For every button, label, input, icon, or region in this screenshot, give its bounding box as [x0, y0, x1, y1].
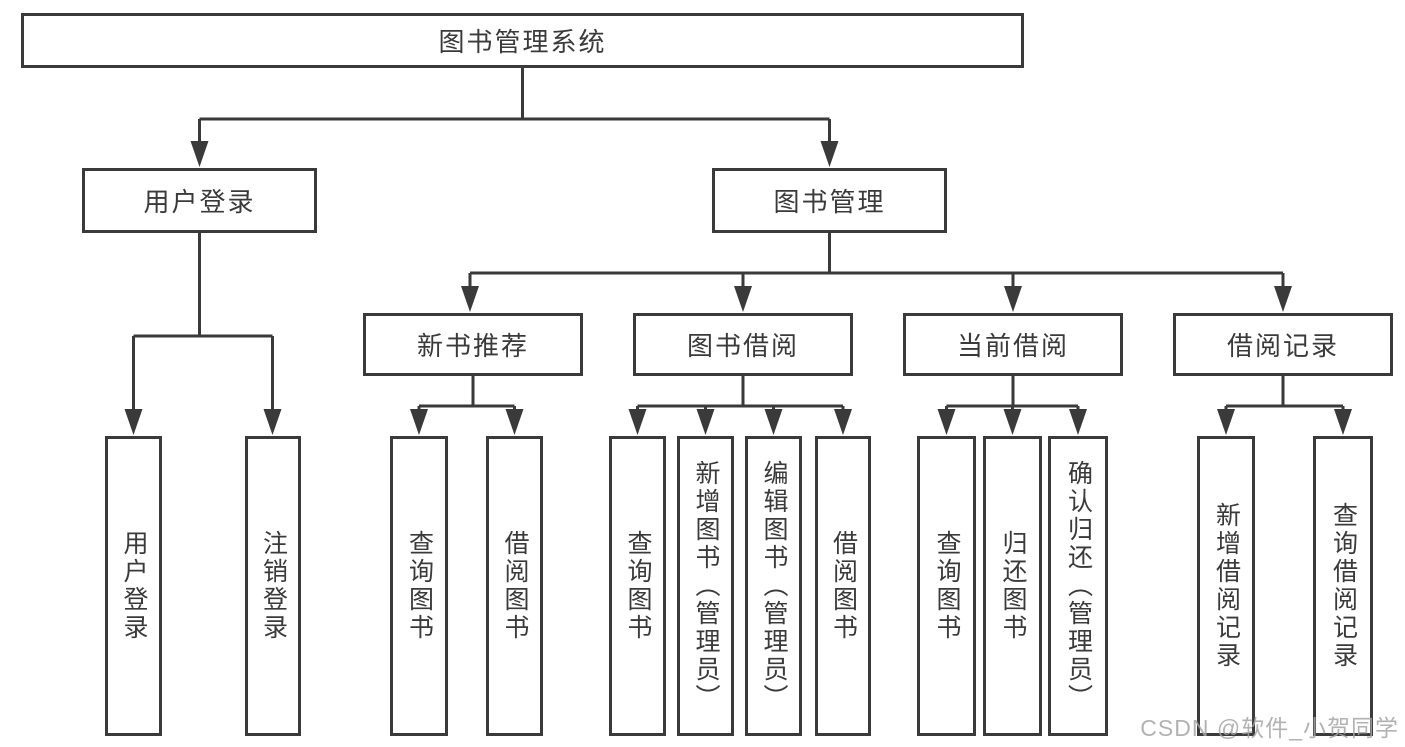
- node-borrow-records-label: 借阅记录: [1226, 331, 1339, 361]
- leaf-bb-edit-books: 编辑图书（管理员）: [745, 436, 802, 736]
- node-user-login: 用户登录: [82, 168, 317, 233]
- node-current-borrow: 当前借阅: [903, 313, 1123, 376]
- node-new-book-recommend-label: 新书推荐: [416, 331, 529, 361]
- node-borrow-records: 借阅记录: [1173, 313, 1393, 376]
- leaf-br-add-record-label: 新增借阅记录: [1212, 502, 1241, 670]
- leaf-br-add-record: 新增借阅记录: [1197, 436, 1255, 736]
- leaf-nbr-query-books-label: 查询图书: [405, 530, 434, 642]
- leaf-bb-borrow-books: 借阅图书: [815, 436, 871, 736]
- leaf-bb-edit-books-label: 编辑图书（管理员）: [760, 460, 788, 712]
- node-book-borrow: 图书借阅: [633, 313, 853, 376]
- watermark: CSDN @软件_小贺同学: [1140, 715, 1399, 741]
- leaf-nbr-borrow-books: 借阅图书: [486, 436, 543, 736]
- node-new-book-recommend: 新书推荐: [363, 313, 583, 376]
- leaf-br-query-record: 查询借阅记录: [1313, 436, 1373, 736]
- leaf-cb-query-books-label: 查询图书: [933, 530, 961, 642]
- leaf-cb-query-books: 查询图书: [917, 436, 976, 736]
- node-user-login-label: 用户登录: [143, 187, 256, 217]
- leaf-bb-add-books-label: 新增图书（管理员）: [692, 460, 720, 712]
- leaf-logout: 注销登录: [245, 436, 301, 736]
- leaf-user-login: 用户登录: [105, 436, 162, 736]
- leaf-user-login-label: 用户登录: [120, 530, 148, 642]
- leaf-cb-return-books-label: 归还图书: [999, 530, 1027, 642]
- leaf-nbr-borrow-books-label: 借阅图书: [501, 530, 529, 642]
- leaf-cb-return-books: 归还图书: [983, 436, 1042, 736]
- leaf-bb-borrow-books-label: 借阅图书: [829, 530, 858, 642]
- node-current-borrow-label: 当前借阅: [956, 331, 1069, 361]
- leaf-logout-label: 注销登录: [259, 530, 288, 642]
- leaf-cb-confirm-return: 确认归还（管理员）: [1048, 436, 1108, 736]
- leaf-bb-query-books: 查询图书: [609, 436, 666, 736]
- node-book-borrow-label: 图书借阅: [686, 331, 799, 361]
- leaf-cb-confirm-return-label: 确认归还（管理员）: [1064, 460, 1093, 712]
- node-root: 图书管理系统: [21, 13, 1024, 68]
- leaf-br-query-record-label: 查询借阅记录: [1329, 502, 1358, 670]
- node-root-label: 图书管理系统: [438, 27, 607, 57]
- leaf-nbr-query-books: 查询图书: [390, 436, 448, 736]
- node-book-management-label: 图书管理: [773, 187, 886, 217]
- leaf-bb-add-books: 新增图书（管理员）: [677, 436, 734, 736]
- node-book-management: 图书管理: [712, 168, 947, 233]
- leaf-bb-query-books-label: 查询图书: [624, 530, 652, 642]
